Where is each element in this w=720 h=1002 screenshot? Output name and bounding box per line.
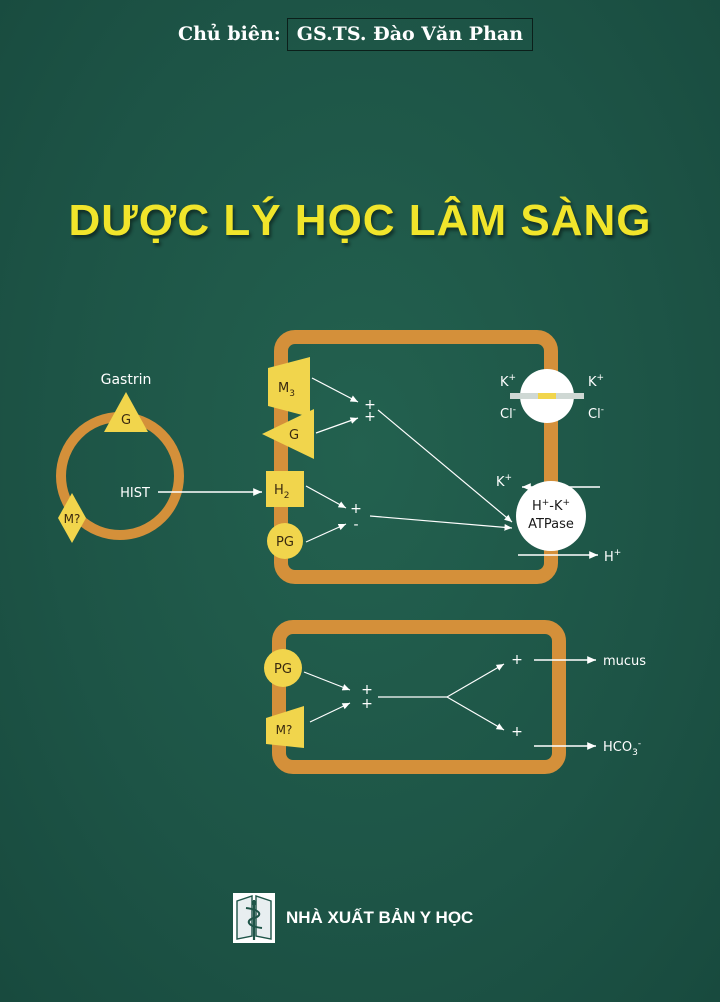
cl-in-label: Cl- xyxy=(500,405,516,422)
m3-sub: 3 xyxy=(289,389,295,399)
pg-receptor-label: PG xyxy=(276,535,294,550)
m-mucous-arrow xyxy=(309,702,351,723)
left-m-receptor-label: M? xyxy=(64,512,81,526)
k-out-sup: + xyxy=(597,373,605,383)
k-in: K xyxy=(500,375,509,390)
k-out-label: K+ xyxy=(588,373,604,390)
gastrin-label: Gastrin xyxy=(101,372,152,388)
mucus-branch-arrow xyxy=(446,663,505,698)
cl-in-sup: - xyxy=(513,405,516,415)
hco3-sub: 3 xyxy=(632,748,638,758)
mucous-cell xyxy=(272,620,566,774)
plus-sign-3: + xyxy=(350,501,362,517)
gastrin-receptor-parietal-label: G xyxy=(289,428,299,443)
cl-out: Cl xyxy=(588,407,601,422)
mucus-label: mucus xyxy=(603,654,646,669)
m3-signal-arrow xyxy=(311,377,359,403)
gastrin-receptor-parietal xyxy=(262,409,314,459)
h-secretion-label: H+ xyxy=(604,548,621,565)
k-uptake: K xyxy=(496,475,505,490)
hco3-label: HCO3- xyxy=(603,739,641,758)
editor-name: GS.TS. Đào Văn Phan xyxy=(286,17,534,51)
editor-line: Chủ biên: GS.TS. Đào Văn Phan xyxy=(178,14,534,54)
h2-receptor-label: H2 xyxy=(274,483,290,501)
k-in-label: K+ xyxy=(500,373,516,390)
m3-receptor-label: M3 xyxy=(278,381,295,399)
hco3-sup: - xyxy=(638,739,641,749)
k-in-sup: + xyxy=(509,373,517,383)
k-out: K xyxy=(588,375,597,390)
publisher-name: NHÀ XUẤT BẢN Y HỌC xyxy=(286,908,474,927)
k-uptake-label: K+ xyxy=(496,473,512,490)
pump-k: K xyxy=(554,499,563,514)
left-m-receptor-diamond xyxy=(58,493,86,543)
m-receptor-mucous-label: M? xyxy=(276,723,293,737)
gastrin-receptor-label: G xyxy=(121,413,131,428)
kcl-channel-gate xyxy=(538,393,556,399)
h-secretion: H xyxy=(604,550,614,565)
plus-sign-5: + xyxy=(361,696,373,712)
hco3-base: HCO xyxy=(603,740,632,755)
editor-label: Chủ biên: xyxy=(178,23,281,45)
g-signal-arrow xyxy=(315,417,359,434)
m-receptor-mucous xyxy=(266,706,304,748)
pg-receptor-mucous-label: PG xyxy=(274,662,292,677)
gastrin-receptor-triangle xyxy=(104,392,148,432)
hco3-branch-arrow xyxy=(446,696,505,731)
to-pump-arrow-2 xyxy=(369,515,513,531)
proton-pump xyxy=(516,481,586,551)
h2-signal-arrow xyxy=(305,485,347,509)
parietal-cell xyxy=(274,330,558,584)
plus-sign-4: + xyxy=(361,682,373,698)
cl-out-label: Cl- xyxy=(588,405,604,422)
pg-receptor-mucous xyxy=(264,649,302,687)
plus-sign-6: + xyxy=(511,652,523,668)
caduceus-logo-icon xyxy=(233,893,275,943)
h-secretion-sup: + xyxy=(614,548,622,558)
publisher-block: NHÀ XUẤT BẢN Y HỌC xyxy=(232,892,473,944)
pump-dash: - xyxy=(549,499,554,514)
m3-base: M xyxy=(278,381,289,396)
h2-base: H xyxy=(274,483,284,498)
book-title: DƯỢC LÝ HỌC LÂM SÀNG xyxy=(68,196,652,245)
plus-sign-2: + xyxy=(364,409,376,425)
pg-receptor xyxy=(267,523,303,559)
pg-signal-arrow xyxy=(305,523,347,543)
m3-receptor xyxy=(268,357,310,417)
k-uptake-sup: + xyxy=(505,473,513,483)
h2-sub: 2 xyxy=(284,491,290,501)
pump-h: H xyxy=(532,499,542,514)
hist-label: HIST xyxy=(120,486,150,501)
h2-receptor xyxy=(266,471,304,507)
pump-k-sup: + xyxy=(563,498,571,508)
plus-sign-1: + xyxy=(364,397,376,413)
minus-sign-1: - xyxy=(353,517,358,533)
pg-mucous-arrow xyxy=(303,671,351,691)
cl-in: Cl xyxy=(500,407,513,422)
plus-sign-7: + xyxy=(511,724,523,740)
pump-h-sup: + xyxy=(542,498,550,508)
cl-out-sup: - xyxy=(601,405,604,415)
to-pump-arrow-1 xyxy=(377,409,513,523)
pump-ions-label: H+-K+ xyxy=(532,498,570,514)
atpase-label: ATPase xyxy=(528,517,574,532)
